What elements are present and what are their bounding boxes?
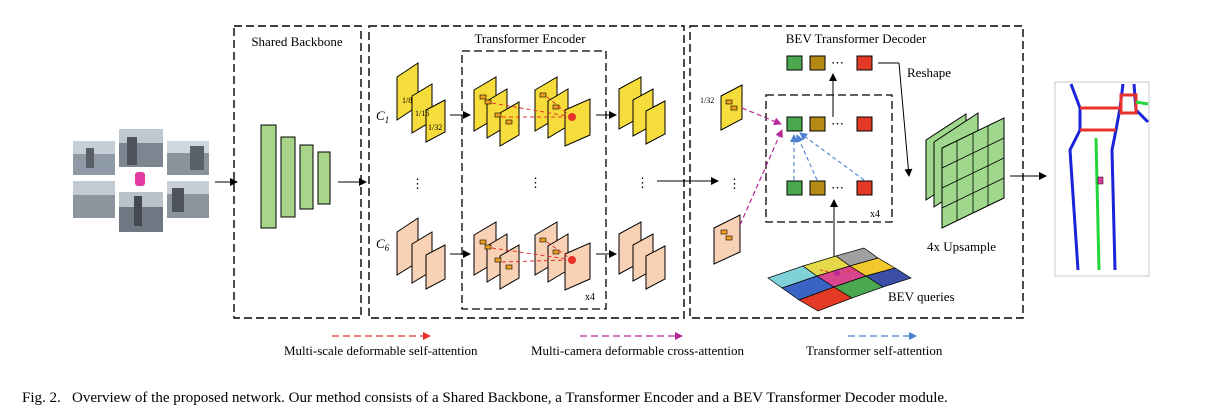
- svg-text:⋯: ⋯: [831, 116, 844, 131]
- encoder-peach-attention: [473, 221, 591, 291]
- frac-1-8: 1/8: [402, 96, 412, 105]
- enc-out-ellipsis: ⋮: [636, 175, 649, 190]
- bev-queries-label: BEV queries: [888, 289, 955, 304]
- decoder-box: [689, 25, 1024, 319]
- c-ellipsis: ⋮: [411, 176, 424, 191]
- legend-tf-attn-label: Transformer self-attention: [806, 343, 943, 358]
- encoder-repeat-label: x4: [585, 292, 595, 303]
- cross-attn-arrow-bottom: [739, 129, 783, 226]
- svg-text:⋯: ⋯: [831, 55, 844, 70]
- encoder-output-peach: [618, 221, 666, 290]
- decoder-input-yellow: [720, 84, 743, 131]
- caption-prefix: Fig. 2.: [22, 390, 61, 406]
- encoder-yellow-attention: [473, 76, 591, 147]
- legend-cross-attn-label: Multi-camera deformable cross-attention: [531, 343, 744, 358]
- legend-tf-attn: Transformer self-attention: [806, 332, 943, 358]
- encoder-repeat-box: [461, 50, 607, 310]
- backbone-box: [233, 25, 362, 319]
- enc-ellipsis: ⋮: [529, 175, 542, 190]
- decoder-title: BEV Transformer Decoder: [786, 31, 927, 46]
- backbone-title: Shared Backbone: [251, 34, 343, 49]
- network-diagram: Shared Backbone Transformer Encoder x4 C…: [73, 25, 1150, 358]
- backbone-blocks: [260, 124, 331, 229]
- legend-cross-attn: Multi-camera deformable cross-attention: [531, 332, 744, 358]
- output-bev-map: [1054, 81, 1150, 277]
- upsample-label: 4x Upsample: [927, 239, 996, 254]
- c1-features: 1/8 1/16 1/32: [396, 62, 446, 143]
- query-row-mid: ⋯: [786, 116, 873, 132]
- legend-self-attn: Multi-scale deformable self-attention: [284, 332, 478, 358]
- decoder-input-peach: [713, 214, 741, 265]
- encoder-output-yellow: [618, 76, 666, 145]
- frac-1-32: 1/32: [428, 123, 442, 132]
- transformer-self-attn-arrows: [790, 132, 865, 181]
- decoder-repeat-label: x4: [870, 209, 880, 220]
- query-row-top: ⋯: [786, 55, 873, 71]
- reshape-line-v: [898, 62, 913, 177]
- decoder-repeat-box: [765, 94, 893, 223]
- query-row-bottom: ⋯: [786, 180, 873, 196]
- c1-label: C1: [376, 108, 389, 125]
- ego-car-icon: [135, 172, 145, 186]
- encoder-box: [368, 25, 685, 319]
- caption-text: Overview of the proposed network. Our me…: [72, 390, 948, 406]
- legend-self-attn-label: Multi-scale deformable self-attention: [284, 343, 478, 358]
- dec-ellipsis: ⋮: [728, 176, 741, 191]
- encoder-title: Transformer Encoder: [474, 31, 586, 46]
- bev-query-grid: [767, 247, 912, 312]
- upsample-grids: [925, 112, 1005, 229]
- svg-text:⋯: ⋯: [831, 180, 844, 195]
- c6-features: [396, 217, 446, 290]
- c6-label: C6: [376, 236, 390, 253]
- figure-caption: Fig. 2. Overview of the proposed network…: [22, 389, 1212, 407]
- camera-images: [73, 129, 209, 232]
- cross-attn-arrow-top: [741, 107, 782, 126]
- dec-frac-1-32: 1/32: [700, 96, 714, 105]
- frac-1-16: 1/16: [415, 109, 429, 118]
- reshape-label: Reshape: [907, 65, 951, 80]
